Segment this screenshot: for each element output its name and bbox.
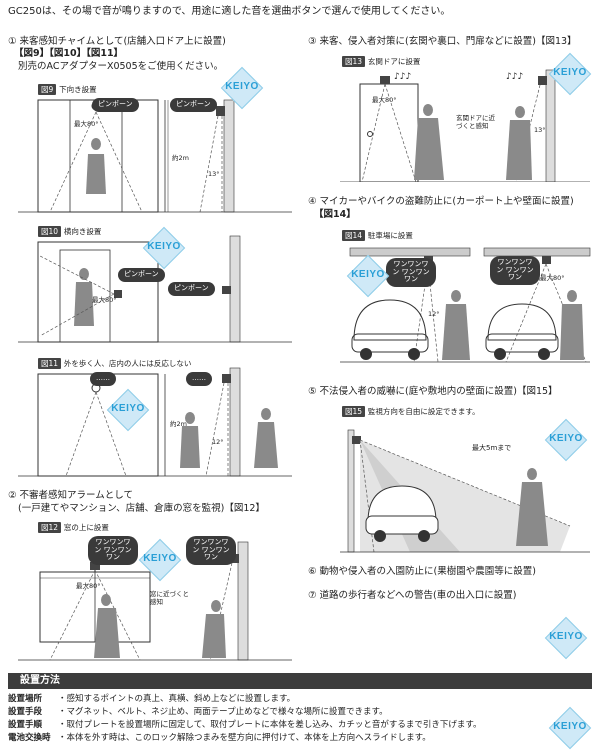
figure-10-caption: 横向き設置 bbox=[63, 227, 102, 236]
method-row-location: 設置場所・感知するポイントの真上、真横、斜め上などに設置します。 bbox=[8, 694, 296, 704]
intro-text: GC250は、その場で音が鳴りますので、用途に適した音を選曲ボタンで選んで使用し… bbox=[8, 6, 451, 17]
method-title: 設置方法 bbox=[20, 675, 60, 686]
figure-9-caption: 下向き設置 bbox=[59, 85, 97, 94]
figure-14-bubble: ワンワンワン ワンワンワン bbox=[386, 258, 436, 288]
figure-15-range: 最大5mまで bbox=[472, 444, 512, 452]
figure-9-angle: 最大80° bbox=[74, 120, 99, 128]
keiyo-logo: KEIYO bbox=[138, 538, 182, 582]
keiyo-logo: KEIYO bbox=[106, 388, 150, 432]
figure-11-bubble: …… bbox=[90, 372, 116, 386]
method-header-bar bbox=[8, 673, 592, 689]
figure-11-caption: 外を歩く人、店内の人には反応しない bbox=[63, 359, 192, 368]
keiyo-logo: KEIYO bbox=[544, 418, 588, 462]
figure-12-tag: 図12 bbox=[38, 522, 62, 533]
figure-12-label: 窓に近づくと感知 bbox=[150, 590, 189, 607]
figure-14-tilt: 12° bbox=[428, 310, 440, 318]
section-4-fig: 【図14】 bbox=[314, 209, 356, 220]
figure-11-tag: 図11 bbox=[38, 358, 62, 369]
figure-9: 図9 下向き設置 ピンポーン ピンポーン 最大80° 約2m 13° bbox=[10, 84, 300, 214]
figure-12-angle: 最大80° bbox=[76, 582, 101, 590]
figure-11: 図11 外を歩く人、店内の人には反応しない …… …… 約2m 12° bbox=[10, 358, 300, 478]
keiyo-logo: KEIYO bbox=[544, 616, 588, 660]
figure-10: 図10 横向き設置 ピンポーン ピンポーン 最大80° bbox=[10, 226, 300, 344]
figure-10-angle: 最大80° bbox=[92, 296, 117, 304]
figure-9-bubble: ピンポーン bbox=[92, 98, 139, 112]
section-2-sub: (一戸建てやマンション、店舗、倉庫の窓を監視)【図12】 bbox=[18, 503, 265, 514]
figure-14-tag: 図14 bbox=[342, 230, 366, 241]
figure-10-tag: 図10 bbox=[38, 226, 62, 237]
figure-12-bubble-side: ワンワンワン ワンワンワン bbox=[186, 536, 236, 566]
figure-15-caption: 監視方向を自由に設定できます。 bbox=[367, 407, 480, 416]
figure-14-angle: 最大80° bbox=[540, 274, 565, 282]
section-2-title: ② 不審者感知アラームとして bbox=[8, 490, 133, 501]
keiyo-logo: KEIYO bbox=[142, 226, 186, 270]
figure-13-angle: 最大80° bbox=[372, 96, 397, 104]
keiyo-logo: KEIYO bbox=[548, 706, 592, 750]
figure-13-label: 玄関ドアに近づくと感知 bbox=[456, 114, 495, 131]
method-row-procedure: 設置手順・取付プレートを設置場所に固定して、取付プレートに本体を差し込み、カチッ… bbox=[8, 720, 482, 730]
figure-11-tilt: 12° bbox=[212, 438, 224, 446]
method-row-means: 設置手段・マグネット、ベルト、ネジ止め、両面テープ止めなどで様々な場所に設置でき… bbox=[8, 707, 388, 717]
section-4-title: ④ マイカーやバイクの盗難防止に(カーポート上や壁面に設置) bbox=[308, 196, 574, 207]
section-5-title: ⑤ 不法侵入者の威嚇に(庭や敷地内の壁面に設置)【図15】 bbox=[308, 386, 558, 397]
figure-10-bubble: ピンポーン bbox=[118, 268, 165, 282]
figure-14-bubble-side: ワンワンワン ワンワンワン bbox=[490, 256, 540, 286]
figure-13: 図13 玄関ドアに設置 ♪♪♪ ♪♪♪ 最大80° 玄関ドアに近づくと感知 13… bbox=[310, 56, 592, 182]
keiyo-logo: KEIYO bbox=[548, 52, 592, 96]
figure-14: 図14 駐車場に設置 ワンワンワン ワンワンワン ワンワンワン ワンワンワン 最… bbox=[310, 230, 592, 366]
method-row-battery: 電池交換時・本体を外す時は、このロック解除つまみを壁方向に押付けて、本体を上方向… bbox=[8, 733, 431, 743]
figure-9-tilt: 13° bbox=[208, 170, 220, 178]
section-6-title: ⑥ 動物や侵入者の入園防止に(果樹園や農園等に設置) bbox=[308, 566, 536, 577]
figure-15: 図15 監視方向を自由に設定できます。 最大5mまで bbox=[310, 406, 592, 554]
keiyo-logo: KEIYO bbox=[346, 254, 390, 298]
figure-13-notes: ♪♪♪ bbox=[394, 72, 412, 82]
section-1-title: ① 来客感知チャイムとして(店舗入口ドア上に設置) bbox=[8, 36, 226, 47]
figure-12-bubble: ワンワンワン ワンワンワン bbox=[88, 536, 138, 566]
section-3-title: ③ 来客、侵入者対策に(玄関や裏口、門扉などに設置)【図13】 bbox=[308, 36, 577, 47]
figure-13-caption: 玄関ドアに設置 bbox=[367, 57, 421, 66]
figure-13-tag: 図13 bbox=[342, 56, 366, 67]
figure-9-bubble-side: ピンポーン bbox=[170, 98, 217, 112]
figure-9-tag: 図9 bbox=[38, 84, 57, 95]
figure-12-caption: 窓の上に設置 bbox=[63, 523, 109, 532]
figure-13-notes-side: ♪♪♪ bbox=[506, 72, 524, 82]
section-7-title: ⑦ 道路の歩行者などへの警告(車の出入口に設置) bbox=[308, 590, 517, 601]
figure-10-bubble-side: ピンポーン bbox=[168, 282, 215, 296]
figure-12: 図12 窓の上に設置 ワンワンワン ワンワンワン ワンワンワン ワンワンワン 最… bbox=[10, 522, 300, 662]
figure-11-height: 約2m bbox=[170, 420, 187, 428]
section-1-note: 別売のACアダプターX0505をご使用ください。 bbox=[18, 61, 224, 72]
section-1-figs: 【図9】【図10】【図11】 bbox=[14, 48, 124, 59]
figure-13-tilt: 13° bbox=[534, 126, 546, 134]
figure-14-caption: 駐車場に設置 bbox=[367, 231, 413, 240]
keiyo-logo: KEIYO bbox=[220, 66, 264, 110]
figure-9-height: 約2m bbox=[172, 154, 189, 162]
figure-15-tag: 図15 bbox=[342, 406, 366, 417]
figure-11-bubble-side: …… bbox=[186, 372, 212, 386]
